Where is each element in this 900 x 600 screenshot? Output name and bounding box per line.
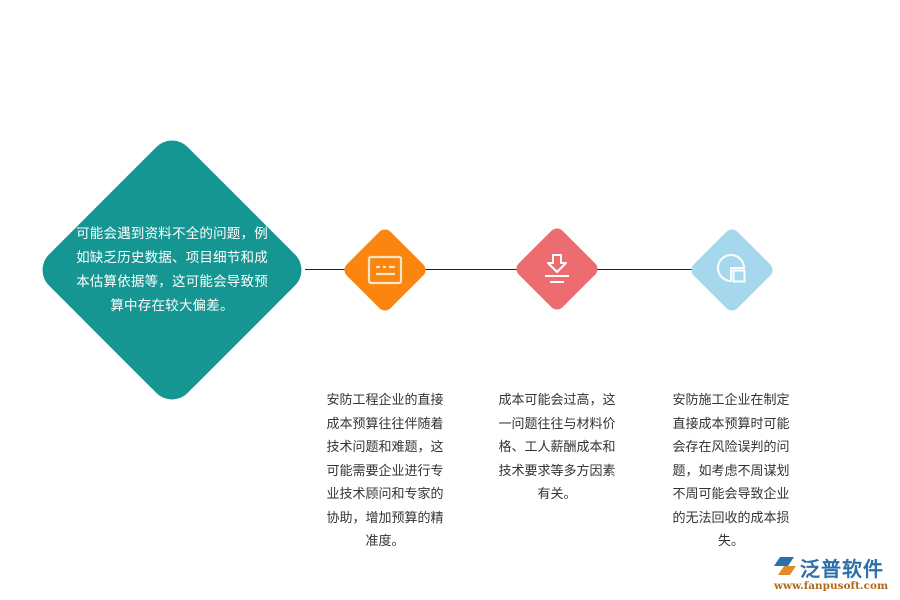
desc-line: 协助，增加预算的精 bbox=[326, 510, 444, 526]
main-node: 可能会遇到资料不全的问题，例 如缺乏历史数据、项目细节和成 本估算依据等，这可能… bbox=[31, 129, 313, 411]
connector-step1-to-step2 bbox=[420, 269, 522, 270]
brand-logo: 泛普软件 www.fanpusoft.com bbox=[770, 553, 895, 598]
desc-line: 直接成本预算时可能 bbox=[672, 416, 790, 432]
logo-mark-icon bbox=[774, 557, 796, 575]
desc-line: 有关。 bbox=[537, 487, 577, 502]
main-line: 算中存在较大偏差。 bbox=[110, 298, 234, 314]
desc-line: 可能需要企业进行专 bbox=[326, 463, 444, 479]
desc-line: 的无法回收的成本损 bbox=[672, 510, 790, 526]
desc-line: 失。 bbox=[717, 534, 744, 549]
desc-line: 格、工人薪酬成本和 bbox=[498, 440, 616, 455]
main-node-text: 可能会遇到资料不全的问题，例 如缺乏历史数据、项目细节和成 本估算依据等，这可能… bbox=[70, 222, 275, 318]
desc-line: 会存在风险误判的问 bbox=[672, 440, 790, 455]
desc-line: 安防工程企业的直接 bbox=[326, 393, 444, 408]
connector-step2-to-step3 bbox=[592, 269, 696, 270]
main-line: 本估算依据等，这可能会导致预 bbox=[76, 274, 268, 290]
pie-square-icon bbox=[716, 253, 745, 282]
step-2-node bbox=[513, 225, 601, 313]
step-1-node bbox=[341, 226, 429, 314]
desc-line: 题，如考虑不周谋划 bbox=[672, 463, 790, 479]
document-lines-icon bbox=[367, 255, 403, 285]
main-line: 如缺乏历史数据、项目细节和成 bbox=[76, 250, 268, 266]
desc-line: 业技术顾问和专家的 bbox=[326, 487, 444, 502]
connector-main-to-step1 bbox=[305, 269, 350, 270]
download-icon bbox=[545, 254, 569, 283]
logo-name: 泛普软件 bbox=[800, 557, 884, 581]
step-3-description: 安防施工企业在制定 直接成本预算时可能 会存在风险误判的问 题，如考虑不周谋划 … bbox=[661, 389, 801, 554]
logo-url: www.fanpusoft.com bbox=[774, 580, 889, 592]
desc-line: 不周可能会导致企业 bbox=[672, 487, 790, 502]
step-1-description: 安防工程企业的直接 成本预算往往伴随着 技术问题和难题，这 可能需要企业进行专 … bbox=[315, 389, 455, 554]
desc-line: 技术要求等多方因素 bbox=[498, 463, 616, 479]
desc-line: 一问题往往与材料价 bbox=[498, 416, 616, 432]
desc-line: 成本预算往往伴随着 bbox=[326, 416, 444, 432]
desc-line: 安防施工企业在制定 bbox=[672, 393, 790, 408]
desc-line: 准度。 bbox=[365, 534, 405, 549]
step-2-description: 成本可能会过高，这 一问题往往与材料价 格、工人薪酬成本和 技术要求等多方因素 … bbox=[487, 389, 627, 507]
main-line: 可能会遇到资料不全的问题，例 bbox=[76, 226, 268, 242]
desc-line: 技术问题和难题，这 bbox=[326, 440, 444, 455]
desc-line: 成本可能会过高，这 bbox=[498, 393, 616, 408]
step-3-node bbox=[687, 225, 776, 314]
